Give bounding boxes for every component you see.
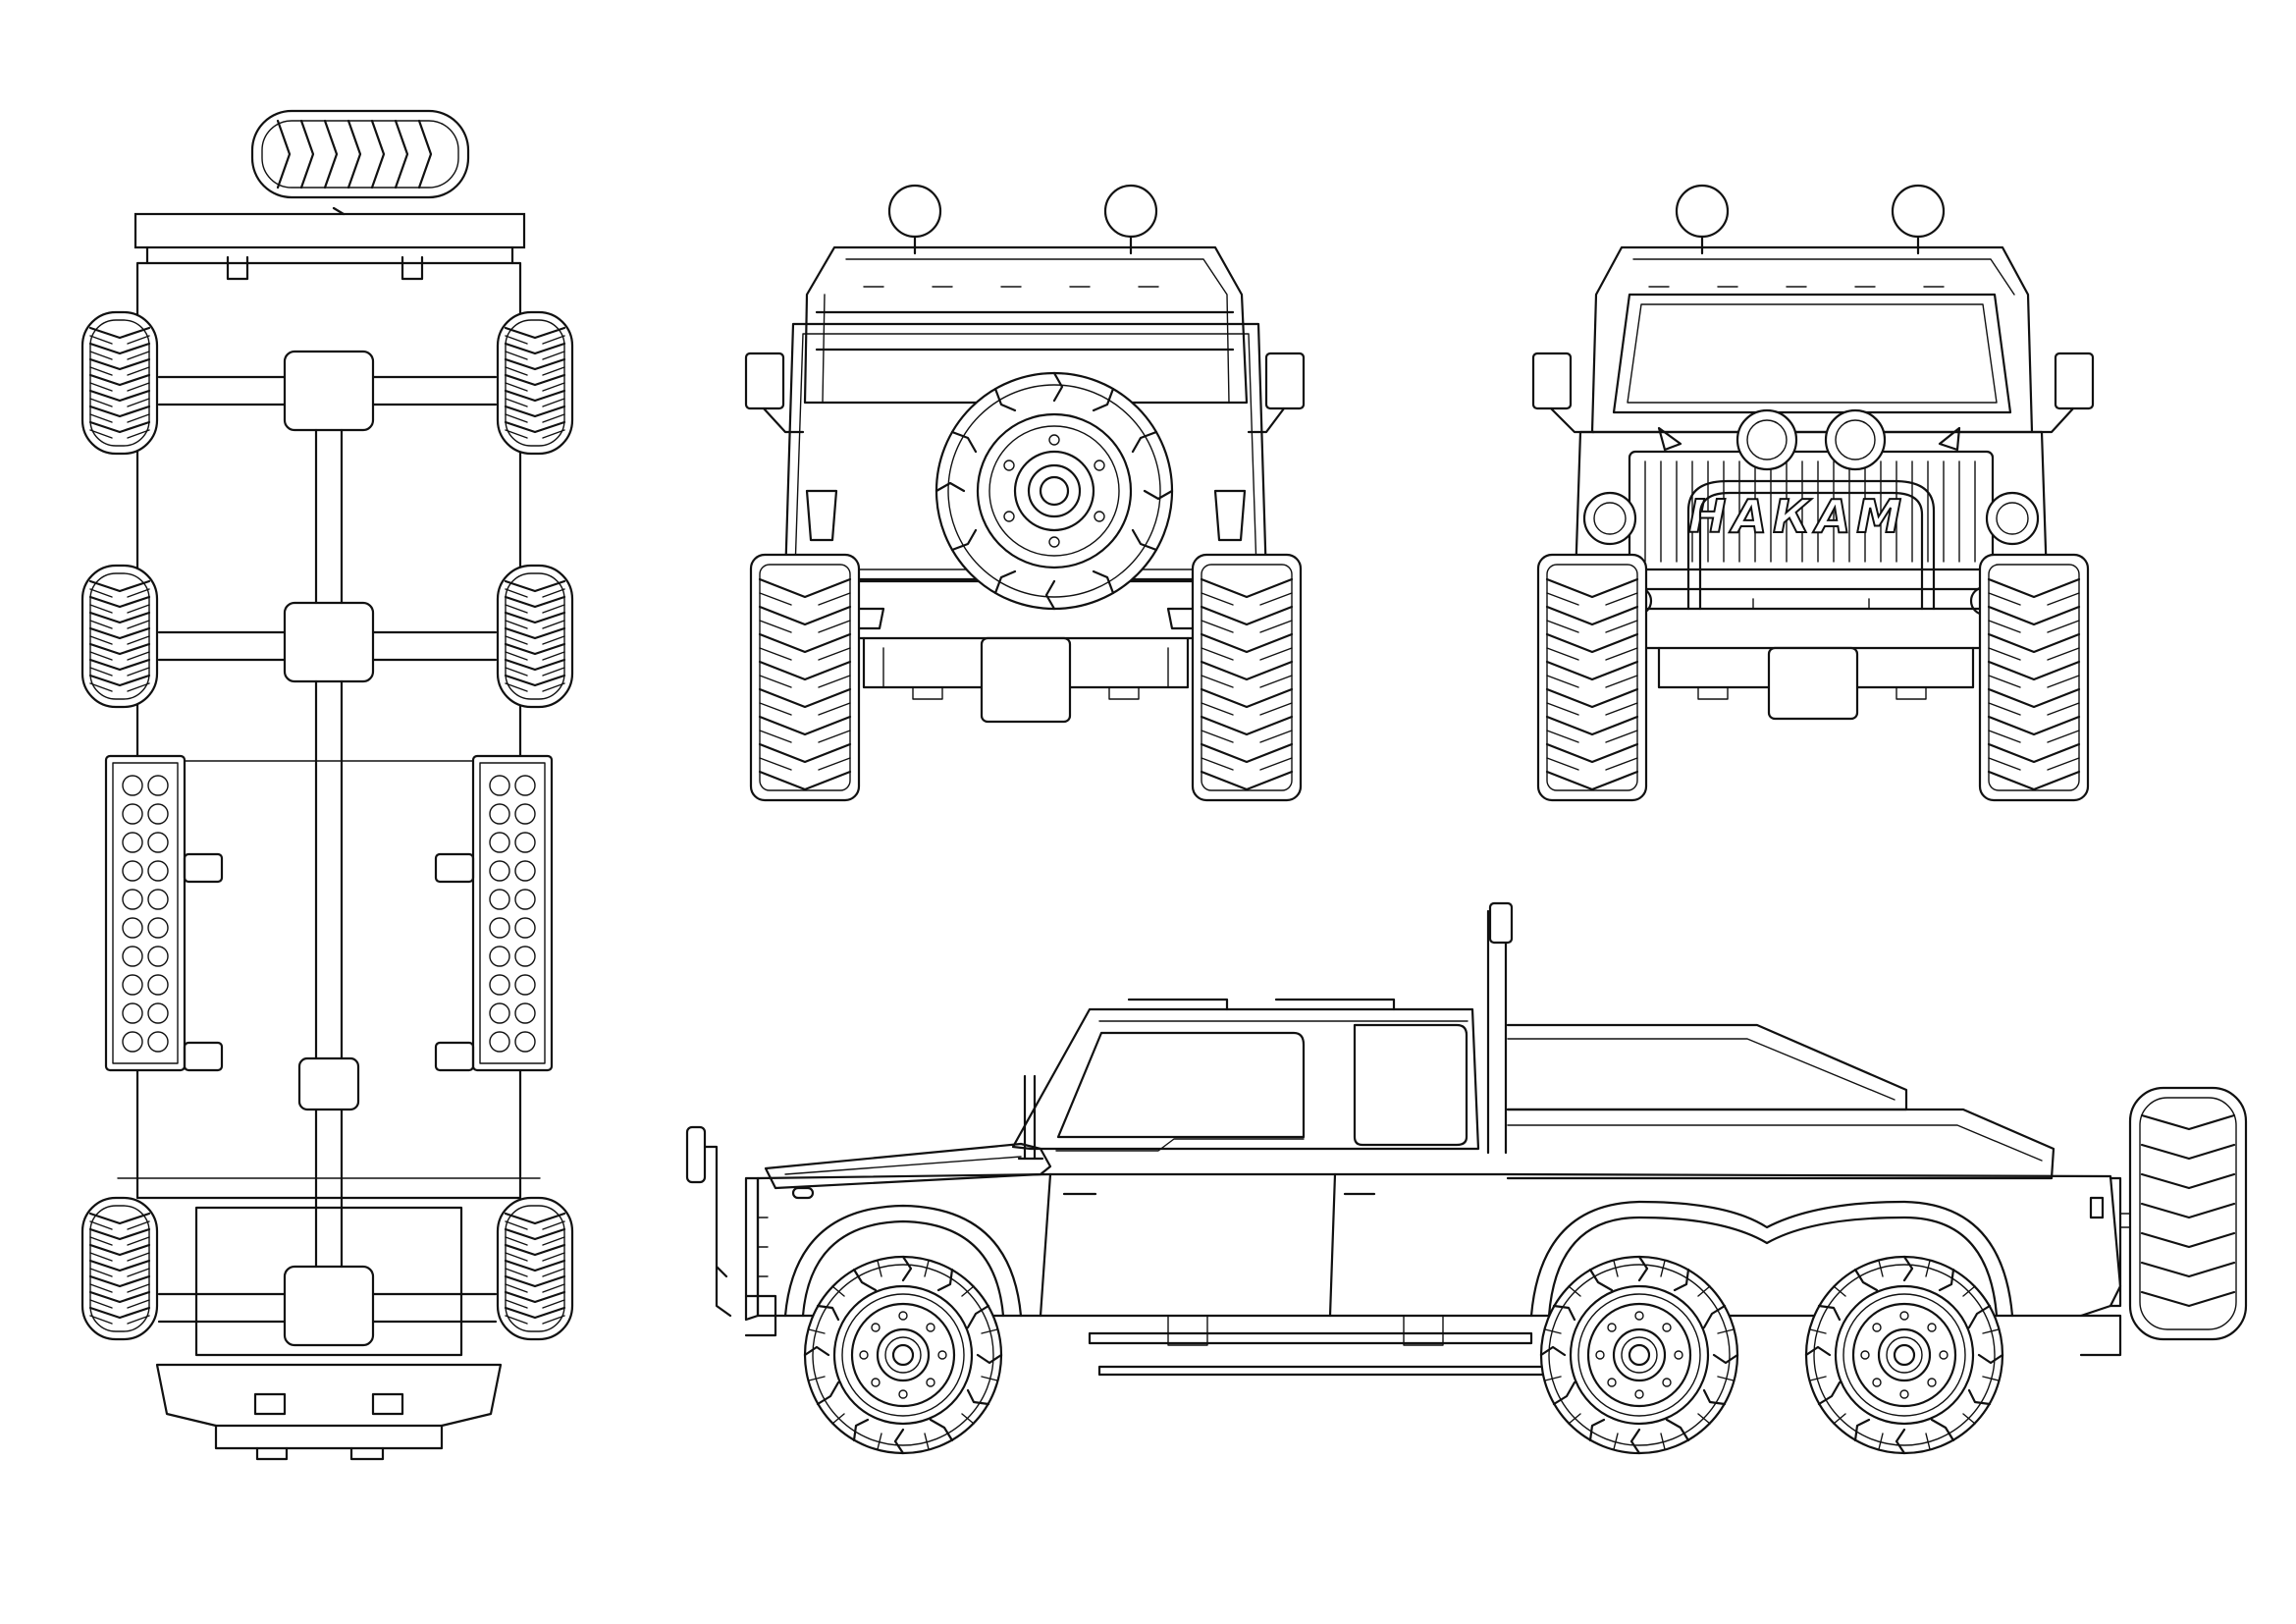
ladder-hole: [514, 1031, 536, 1053]
ladder-hole: [147, 974, 169, 996]
ladder-hole: [489, 1002, 510, 1024]
rear-view: [744, 184, 1306, 802]
ladder-hole: [147, 917, 169, 939]
ladder-hole: [489, 917, 510, 939]
sand-ladder-holes: [122, 775, 536, 1053]
ladder-hole: [489, 832, 510, 853]
ladder-hole: [122, 860, 143, 882]
ladder-hole: [514, 974, 536, 996]
ladder-hole: [122, 1002, 143, 1024]
ladder-hole: [147, 946, 169, 967]
ladder-hole: [147, 832, 169, 853]
ladder-hole: [122, 889, 143, 910]
bottom-view: [80, 109, 574, 1461]
ladder-hole: [122, 917, 143, 939]
ladder-hole: [122, 946, 143, 967]
ladder-hole: [489, 946, 510, 967]
ladder-hole: [147, 775, 169, 796]
ladder-hole: [122, 974, 143, 996]
side-view: [685, 901, 2248, 1455]
ladder-hole: [514, 917, 536, 939]
ladder-hole: [514, 803, 536, 825]
ladder-hole: [489, 860, 510, 882]
ladder-hole: [514, 860, 536, 882]
ladder-hole: [147, 860, 169, 882]
ladder-hole: [514, 1002, 536, 1024]
ladder-hole: [489, 974, 510, 996]
ladder-hole: [122, 832, 143, 853]
ladder-hole: [514, 889, 536, 910]
front-view: НАКАМ: [1531, 184, 2095, 802]
ladder-hole: [514, 775, 536, 796]
ladder-hole: [489, 889, 510, 910]
ladder-hole: [147, 1002, 169, 1024]
ladder-hole: [147, 1031, 169, 1053]
ladder-hole: [122, 1031, 143, 1053]
ladder-hole: [147, 889, 169, 910]
ladder-hole: [489, 803, 510, 825]
ladder-hole: [514, 946, 536, 967]
ladder-hole: [489, 1031, 510, 1053]
ladder-hole: [122, 775, 143, 796]
ladder-hole: [514, 832, 536, 853]
ladder-hole: [147, 803, 169, 825]
grille-lettering: НАКАМ: [1688, 490, 1907, 543]
ladder-hole: [489, 775, 510, 796]
ladder-hole: [122, 803, 143, 825]
